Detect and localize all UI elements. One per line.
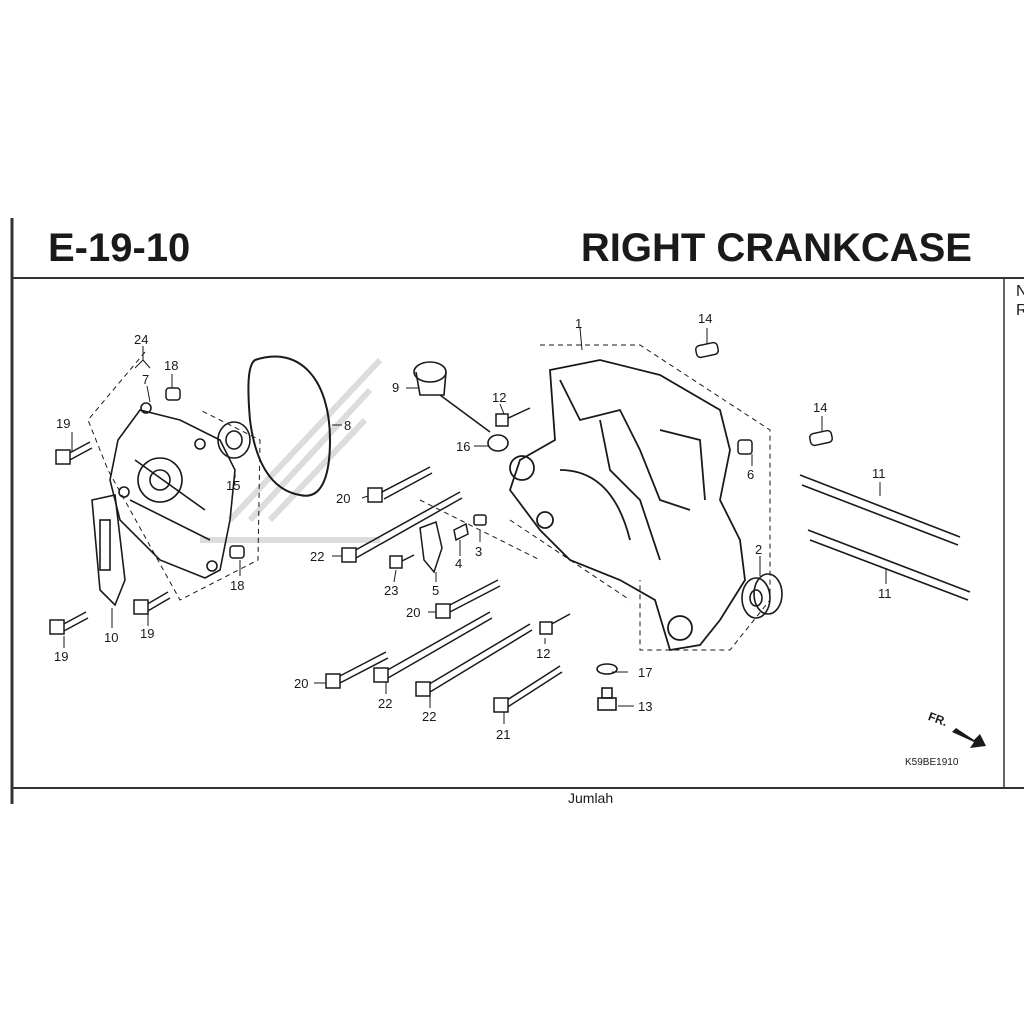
callout-20b: 20 (406, 605, 420, 620)
right-crankcase-part-1 (508, 359, 746, 652)
callout-24: 24 (134, 332, 148, 347)
callout-3: 3 (475, 544, 482, 559)
callout-22b: 22 (378, 696, 392, 711)
callout-14a: 14 (698, 311, 712, 326)
callout-14b: 14 (813, 400, 827, 415)
callout-1: 1 (575, 316, 582, 331)
diagram-title: RIGHT CRANKCASE (580, 226, 972, 270)
group-outlines (87, 344, 771, 651)
callout-2: 2 (755, 542, 762, 557)
callout-15: 15 (226, 478, 240, 493)
callout-10: 10 (104, 630, 118, 645)
callout-5: 5 (432, 583, 439, 598)
right-cover-assembly (109, 402, 236, 579)
footer-quantity-label: Jumlah (568, 790, 614, 806)
leader-lines (63, 327, 887, 724)
callout-19b: 19 (140, 626, 154, 641)
callout-18b: 18 (230, 578, 244, 593)
callout-6: 6 (747, 467, 754, 482)
diagram-reference-code: K59BE1910 (905, 757, 959, 768)
callout-19a: 19 (56, 416, 70, 431)
callout-7: 7 (142, 372, 149, 387)
callout-18a: 18 (164, 358, 178, 373)
callout-12a: 12 (492, 390, 506, 405)
drain-bolt-part-13 (596, 663, 618, 711)
gasket-part-16 (487, 434, 509, 452)
dowel-pins (165, 341, 834, 559)
front-direction-arrow (952, 728, 986, 748)
stud-bolts-part-11 (799, 474, 971, 601)
o-ring-part-8 (247, 355, 332, 497)
callout-8: 8 (344, 418, 351, 433)
oil-dipstick-part-9 (413, 361, 491, 433)
callout-20c: 20 (294, 676, 308, 691)
bolt-heads (49, 413, 553, 713)
bearing-part-2 (741, 573, 783, 619)
callout-12b: 12 (536, 646, 550, 661)
callout-11a: 11 (872, 466, 886, 481)
callout-19c: 19 (54, 649, 68, 664)
callout-21: 21 (496, 727, 510, 742)
callout-23: 23 (384, 583, 398, 598)
callout-labels: 1 2 3 4 5 6 7 8 9 10 11 11 12 12 13 14 1… (54, 311, 949, 742)
callout-11b: 11 (878, 586, 892, 601)
callout-22c: 22 (422, 709, 436, 724)
fr-label: FR. (926, 709, 949, 729)
diagram-code-title: E-19-10 (48, 226, 191, 270)
callout-20a: 20 (336, 491, 350, 506)
callout-9: 9 (392, 380, 399, 395)
oil-seal-part-15 (217, 421, 251, 459)
side-column-letter-top: N (1016, 283, 1024, 300)
callout-17: 17 (638, 665, 652, 680)
bracket-part-10 (91, 494, 126, 607)
flange-bolts (59, 407, 571, 709)
side-column-letter-bottom: R (1016, 302, 1024, 319)
callout-4: 4 (455, 556, 462, 571)
callout-16: 16 (456, 439, 470, 454)
callout-13: 13 (638, 699, 652, 714)
small-parts-3-4-5 (419, 514, 487, 574)
watermark-wing-logo (200, 357, 383, 543)
callout-22a: 22 (310, 549, 324, 564)
